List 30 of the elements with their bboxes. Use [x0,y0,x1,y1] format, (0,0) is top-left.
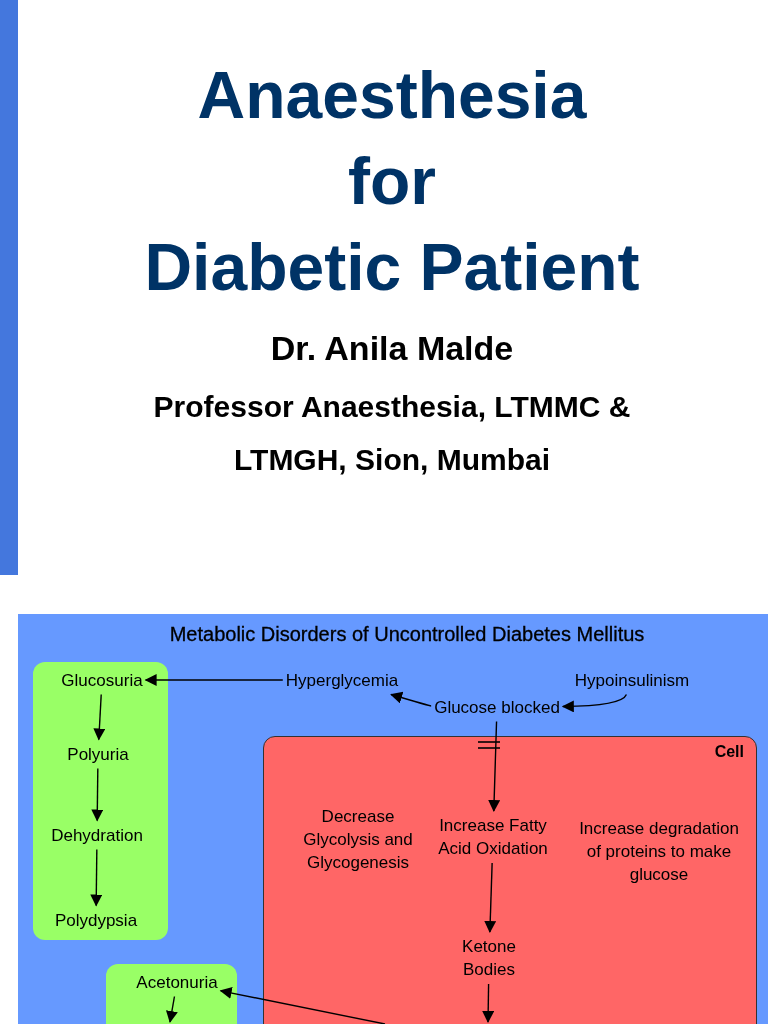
arrow [390,691,432,707]
node-text: Polyuria [67,742,129,766]
node-text: Hyperglycemia [285,668,399,692]
node-text: Dehydration [51,823,143,847]
slide-title: Anaesthesia for Diabetic Patient [143,57,641,306]
arrow [488,720,501,812]
arrow [90,848,103,907]
node-text: Acetonuria [136,970,218,994]
node-text: Increase Fatty Acid Oxidation [433,814,553,860]
arrow [93,693,106,741]
arrow [561,693,628,713]
arrow [482,983,495,1023]
node-text: Decrease Glycolysis and Glycogenesis [283,804,433,874]
node-text: Increase degradation of proteins to make glucose [579,816,739,886]
affiliation-text: Professor Anaesthesia, LTMMC & LTMGH, Sion, Mumbai [152,389,632,478]
box-title: Cell [714,743,744,761]
author-name: Dr. Anila Malde [269,328,515,369]
node-text: Ketone Bodies [444,935,534,981]
node-text: Hypoinsulinism [574,668,690,692]
arrow [484,862,497,933]
arrow [144,674,284,686]
diagram-heading: Metabolic Disorders of Uncontrolled Diabetes Mellitus [168,622,646,647]
node-text: Glucosuria [61,668,143,692]
arrow [219,987,386,1024]
arrow [166,995,178,1023]
node-text: Glucose blocked [434,695,560,719]
cell-box [263,736,757,1024]
arrow [91,767,104,822]
symptom-panel [33,662,168,940]
node-text: Polydypsia [54,908,138,932]
